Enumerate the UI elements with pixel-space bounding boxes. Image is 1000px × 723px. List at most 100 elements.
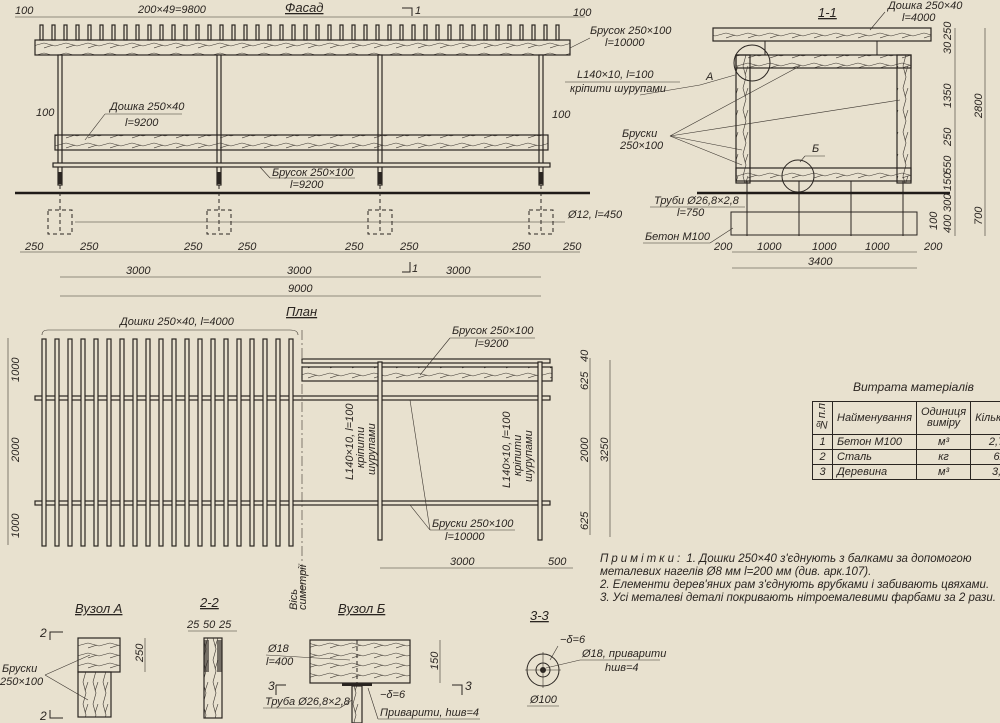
section-3-3-plate-label: −δ=6: [560, 634, 586, 646]
plan-slat: [184, 338, 190, 547]
dim-label: 30: [942, 41, 954, 54]
plan-slat: [132, 338, 138, 547]
dim-label: 1000: [812, 241, 837, 253]
facade-slat: [303, 24, 308, 41]
board-length: l=4000: [902, 12, 936, 24]
row-number: 3: [812, 464, 833, 481]
facade-slat: [399, 24, 404, 41]
materials-title: Витрата матеріалів: [853, 380, 974, 394]
facade-view: Фасад 200×49=9800 100 100 1 Брусок 250×1…: [15, 0, 680, 297]
plan-slat: [288, 338, 294, 547]
node-b-label: Б: [812, 143, 819, 155]
dim-label: 250: [942, 21, 954, 41]
node-b-rod-label: Ø18: [267, 643, 290, 655]
bars-size: 250×100: [619, 140, 664, 152]
top-beam-length: l=10000: [605, 37, 645, 49]
node-a-bars-size: 250×100: [0, 676, 44, 688]
dim-label: 100: [928, 211, 940, 230]
node-a-title: Вузол А: [75, 601, 122, 616]
dim-label: 1000: [10, 513, 22, 538]
facade-title: Фасад: [285, 0, 323, 15]
facade-slat: [39, 24, 44, 41]
dim-label: 25: [218, 619, 232, 631]
dim-label: 3000: [450, 556, 475, 568]
col-qty: Кількість: [970, 400, 1000, 436]
node-a-detail: Вузол А 2 2 Бруски 250×100 250: [0, 601, 146, 723]
section-3-3-diameter: Ø100: [529, 694, 558, 706]
plan-board: [301, 366, 553, 382]
facade-slat: [123, 24, 128, 41]
plan-slat: [171, 338, 177, 547]
bars-leaders: [669, 65, 901, 166]
concrete-label: Бетон М100: [645, 231, 711, 243]
node-a-marker: [733, 44, 771, 82]
roof-board: [712, 27, 932, 42]
plan-angle-note-1a: кріпити: [355, 427, 367, 468]
table-row: 2 Сталь кг 62: [812, 449, 1000, 466]
facade-slat: [51, 24, 56, 41]
row-unit: кг: [915, 449, 972, 466]
axis-label-2: симетрії: [297, 563, 309, 610]
dim-label: 500: [548, 556, 567, 568]
facade-slat: [543, 24, 548, 41]
facade-slat: [195, 24, 200, 41]
plan-post-line-2: [537, 361, 543, 541]
node-a-height: 250: [134, 643, 146, 663]
bars-label: Бруски: [622, 128, 657, 140]
dim-label: 250: [79, 241, 99, 253]
facade-slat: [435, 24, 440, 41]
plan-top-bar: [301, 358, 551, 364]
facade-slat: [75, 24, 80, 41]
facade-slat: [183, 24, 188, 41]
frame-bottom-bar: [735, 167, 912, 182]
slat-spacing-dim: 200×49=9800: [137, 4, 207, 16]
facade-slat: [483, 24, 488, 41]
width-total: 3400: [808, 256, 833, 268]
section-2-2-title: 2-2: [199, 595, 220, 610]
facade-slat: [171, 24, 176, 41]
plan-angle-label-1: L140×10, l=100: [344, 403, 356, 480]
concrete-footing: [730, 211, 918, 236]
facade-slat: [243, 24, 248, 41]
dim-label: 1000: [757, 241, 782, 253]
plan-slat: [158, 338, 164, 547]
frame-right-post: [896, 54, 912, 184]
section-3-3-rod-label: Ø18, приварити: [581, 648, 666, 660]
col-name: Найменування: [832, 400, 917, 436]
table-header-row: №п.п Найменування Одиниця виміру Кількіс…: [812, 400, 1000, 436]
facade-slat: [471, 24, 476, 41]
dim-label: 40: [579, 349, 591, 362]
plan-slat: [236, 338, 242, 547]
end-dim-right: 100: [573, 7, 592, 19]
node-a-bars-label: Бруски: [2, 663, 37, 675]
row-name: Бетон М100: [832, 434, 917, 451]
plan-slat: [249, 338, 255, 547]
footing-dims: 250 250 250 250 250 250 250 250: [24, 241, 582, 253]
dim-label: 250: [24, 241, 44, 253]
plan-slat: [93, 338, 99, 547]
facade-slat: [363, 24, 368, 41]
facade-slat: [111, 24, 116, 41]
facade-post-pipe: [378, 172, 382, 184]
plan-slat: [41, 338, 47, 547]
dim-label: 625: [579, 371, 591, 390]
facade-slat: [279, 24, 284, 41]
section-cut-mark: [402, 7, 413, 16]
node-a-post: [77, 671, 112, 718]
node-b-cut-mark-right: 3: [465, 679, 472, 693]
cut-mark-bottom: 2: [39, 709, 47, 723]
node-b-pipe: [351, 685, 363, 723]
facade-slat: [459, 24, 464, 41]
plan-bars-length: l=10000: [445, 531, 485, 543]
facade-slat: [291, 24, 296, 41]
dim-label: 250: [399, 241, 419, 253]
top-beam: [34, 39, 571, 56]
span-dim: 3000: [446, 265, 471, 277]
dim-label: 50: [203, 619, 216, 631]
lower-beam: [52, 162, 551, 168]
note-item: 2. Елементи дерев'яних рам з'єднують вру…: [600, 579, 990, 591]
facade-slat: [159, 24, 164, 41]
facade-slat: [531, 24, 536, 41]
dim-label: 2800: [973, 93, 985, 119]
